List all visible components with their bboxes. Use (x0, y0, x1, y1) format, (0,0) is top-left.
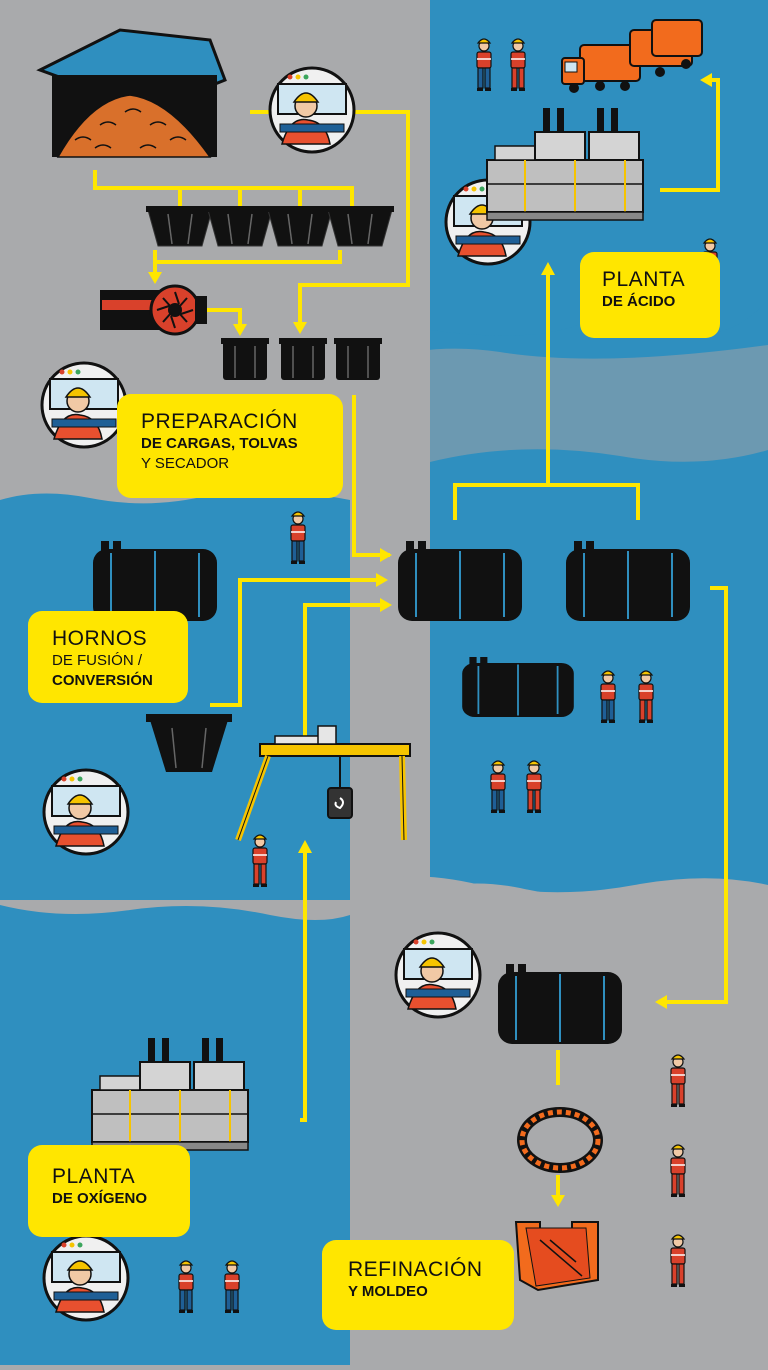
ladle-icon (146, 714, 232, 772)
hopper-icon (145, 205, 215, 247)
hopper-icon (265, 205, 335, 247)
label-refinacion: REFINACIÓN Y MOLDEO (322, 1240, 514, 1330)
label-hornos-line2: DE FUSIÓN / (52, 652, 143, 669)
operator-icon (394, 931, 482, 1019)
operator-icon (42, 768, 130, 856)
label-preparacion-title: PREPARACIÓN (141, 410, 298, 433)
label-preparacion: PREPARACIÓN DE CARGAS, TOLVAS Y SECADOR (117, 394, 343, 498)
anode-ring-icon (517, 1107, 603, 1173)
truck-icon (561, 19, 703, 93)
label-hornos: HORNOS DE FUSIÓN / CONVERSIÓN (28, 611, 188, 703)
label-hornos-line3: CONVERSIÓN (52, 672, 153, 689)
label-oxigeno-line2: DE OXÍGENO (52, 1190, 148, 1207)
label-oxigeno-title: PLANTA (52, 1165, 136, 1188)
label-acido-line2: DE ÁCIDO (602, 293, 676, 310)
operator-icon (268, 66, 356, 154)
label-refinacion-title: REFINACIÓN (348, 1258, 483, 1281)
label-preparacion-line2: DE CARGAS, TOLVAS (141, 435, 298, 452)
furnace-icon (397, 540, 523, 622)
furnace-icon (461, 656, 575, 718)
operator-icon (42, 1234, 130, 1322)
furnace-icon (92, 540, 218, 622)
label-refinacion-line2: Y MOLDEO (348, 1283, 428, 1300)
dryer-icon (100, 284, 207, 336)
hopper-icon (325, 205, 395, 247)
furnace-icon (497, 963, 623, 1045)
label-hornos-title: HORNOS (52, 627, 148, 650)
warehouse-icon (36, 28, 227, 158)
bin-icon (278, 337, 328, 381)
bin-icon (220, 337, 270, 381)
bins-row (220, 337, 383, 381)
label-acido-title: PLANTA (602, 268, 686, 291)
label-acido: PLANTA DE ÁCIDO (580, 252, 720, 338)
crane-icon (235, 725, 411, 842)
label-oxigeno: PLANTA DE OXÍGENO (28, 1145, 190, 1237)
furnace-icon (565, 540, 691, 622)
hopper-icon (205, 205, 275, 247)
label-preparacion-line3: Y SECADOR (141, 455, 230, 472)
flow-arrowheads (148, 73, 712, 1207)
anode-mold-icon (514, 1221, 599, 1292)
operator-icon (40, 361, 128, 449)
bin-icon (333, 337, 383, 381)
